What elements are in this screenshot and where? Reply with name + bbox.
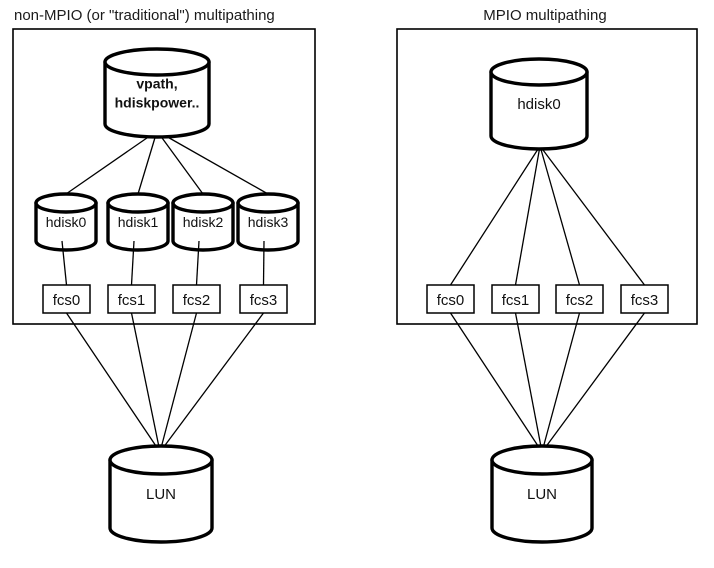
panel-box-non-mpio bbox=[12, 28, 316, 325]
panel-mpio: MPIO multipathing hdisk0 fcs0 fcs1 fcs2 fcs3L… bbox=[396, 7, 698, 544]
device-non-mpio-hdisk3-body bbox=[236, 201, 300, 252]
device-non-mpio-hdisk1-top bbox=[106, 192, 170, 214]
link-top-to-node-0 bbox=[65, 130, 158, 195]
device-non-mpio-hdisk0-body bbox=[34, 201, 98, 252]
adapter-box-mpio-2[interactable] bbox=[555, 284, 604, 314]
adapter-box-mpio-1[interactable] bbox=[491, 284, 540, 314]
device-non-mpio-hdisk1: hdisk1 bbox=[106, 192, 170, 252]
adapter-label-mpio-1: fcs1 bbox=[502, 292, 530, 309]
lun-mpio-body bbox=[490, 458, 594, 544]
device-non-mpio-hdisk1-label: hdisk1 bbox=[118, 214, 159, 230]
device-mpio-top-body bbox=[489, 70, 589, 151]
lun-mpio-top bbox=[490, 444, 594, 476]
panel-title-non-mpio: non-MPIO (or "traditional") multipathing bbox=[14, 7, 275, 24]
adapter-label-non-mpio-2: fcs2 bbox=[183, 292, 211, 309]
device-non-mpio-top-top bbox=[103, 47, 211, 77]
device-non-mpio-hdisk2: hdisk2 bbox=[171, 192, 235, 252]
link-top-to-node-3 bbox=[539, 145, 646, 286]
device-non-mpio-top-label: hdiskpower.. bbox=[115, 95, 200, 111]
link-fcs0-to-lun bbox=[65, 312, 161, 453]
panel-non-mpio: non-MPIO (or "traditional") multipathing… bbox=[12, 7, 316, 544]
device-non-mpio-hdisk0: hdisk0 bbox=[34, 192, 98, 252]
adapter-box-non-mpio-1[interactable] bbox=[107, 284, 156, 314]
device-non-mpio-hdisk2-body bbox=[171, 201, 235, 252]
link-hdisk2-to-fcs2 bbox=[195, 240, 200, 286]
link-top-to-node-2 bbox=[156, 130, 204, 195]
link-fcs1-to-lun bbox=[130, 312, 161, 453]
lun-non-mpio-label: LUN bbox=[146, 486, 176, 503]
adapter-label-mpio-0: fcs0 bbox=[437, 292, 465, 309]
link-top-to-node-1 bbox=[137, 130, 158, 195]
device-non-mpio-hdisk2-label: hdisk2 bbox=[183, 214, 224, 230]
device-mpio-top-top bbox=[489, 57, 589, 87]
adapter-label-non-mpio-1: fcs1 bbox=[118, 292, 146, 309]
adapter-label-non-mpio-0: fcs0 bbox=[53, 292, 81, 309]
link-top-to-node-0 bbox=[449, 145, 541, 286]
link-hdisk0-to-fcs0 bbox=[61, 240, 68, 286]
lun-non-mpio-top bbox=[108, 444, 214, 476]
lun-non-mpio: LUN bbox=[108, 444, 214, 544]
lun-mpio: LUN bbox=[490, 444, 594, 544]
adapter-label-mpio-2: fcs2 bbox=[566, 292, 594, 309]
panel-title-mpio: MPIO multipathing bbox=[483, 7, 606, 24]
panel-box-mpio bbox=[396, 28, 698, 325]
link-fcs3-to-lun bbox=[541, 312, 646, 453]
device-non-mpio-hdisk3: hdisk3 bbox=[236, 192, 300, 252]
device-non-mpio-hdisk0-top bbox=[34, 192, 98, 214]
device-non-mpio-top-body bbox=[103, 60, 211, 139]
lun-non-mpio-body bbox=[108, 458, 214, 544]
device-non-mpio-top: vpath, hdiskpower.. bbox=[103, 47, 211, 139]
adapter-label-non-mpio-3: fcs3 bbox=[250, 292, 278, 309]
device-non-mpio-top-label: vpath, bbox=[136, 76, 177, 92]
link-fcs2-to-lun bbox=[541, 312, 581, 453]
device-non-mpio-hdisk3-top bbox=[236, 192, 300, 214]
link-fcs0-to-lun bbox=[449, 312, 543, 453]
adapter-box-mpio-3[interactable] bbox=[620, 284, 669, 314]
link-hdisk3-to-fcs3 bbox=[262, 240, 265, 286]
adapter-box-non-mpio-2[interactable] bbox=[172, 284, 221, 314]
adapter-label-mpio-3: fcs3 bbox=[631, 292, 659, 309]
link-top-to-node-3 bbox=[156, 130, 269, 195]
device-non-mpio-hdisk1-body bbox=[106, 201, 170, 252]
device-non-mpio-hdisk0-label: hdisk0 bbox=[46, 214, 87, 230]
device-non-mpio-hdisk2-top bbox=[171, 192, 235, 214]
link-fcs1-to-lun bbox=[514, 312, 543, 453]
adapter-box-mpio-0[interactable] bbox=[426, 284, 475, 314]
device-mpio-top: hdisk0 bbox=[489, 57, 589, 151]
link-top-to-node-2 bbox=[539, 145, 581, 286]
link-fcs2-to-lun bbox=[159, 312, 198, 453]
link-top-to-node-1 bbox=[514, 145, 541, 286]
device-non-mpio-hdisk3-label: hdisk3 bbox=[248, 214, 289, 230]
lun-mpio-label: LUN bbox=[527, 486, 557, 503]
link-hdisk1-to-fcs1 bbox=[130, 240, 135, 286]
device-mpio-top-label: hdisk0 bbox=[517, 96, 560, 113]
link-fcs3-to-lun bbox=[159, 312, 265, 453]
adapter-box-non-mpio-3[interactable] bbox=[239, 284, 288, 314]
